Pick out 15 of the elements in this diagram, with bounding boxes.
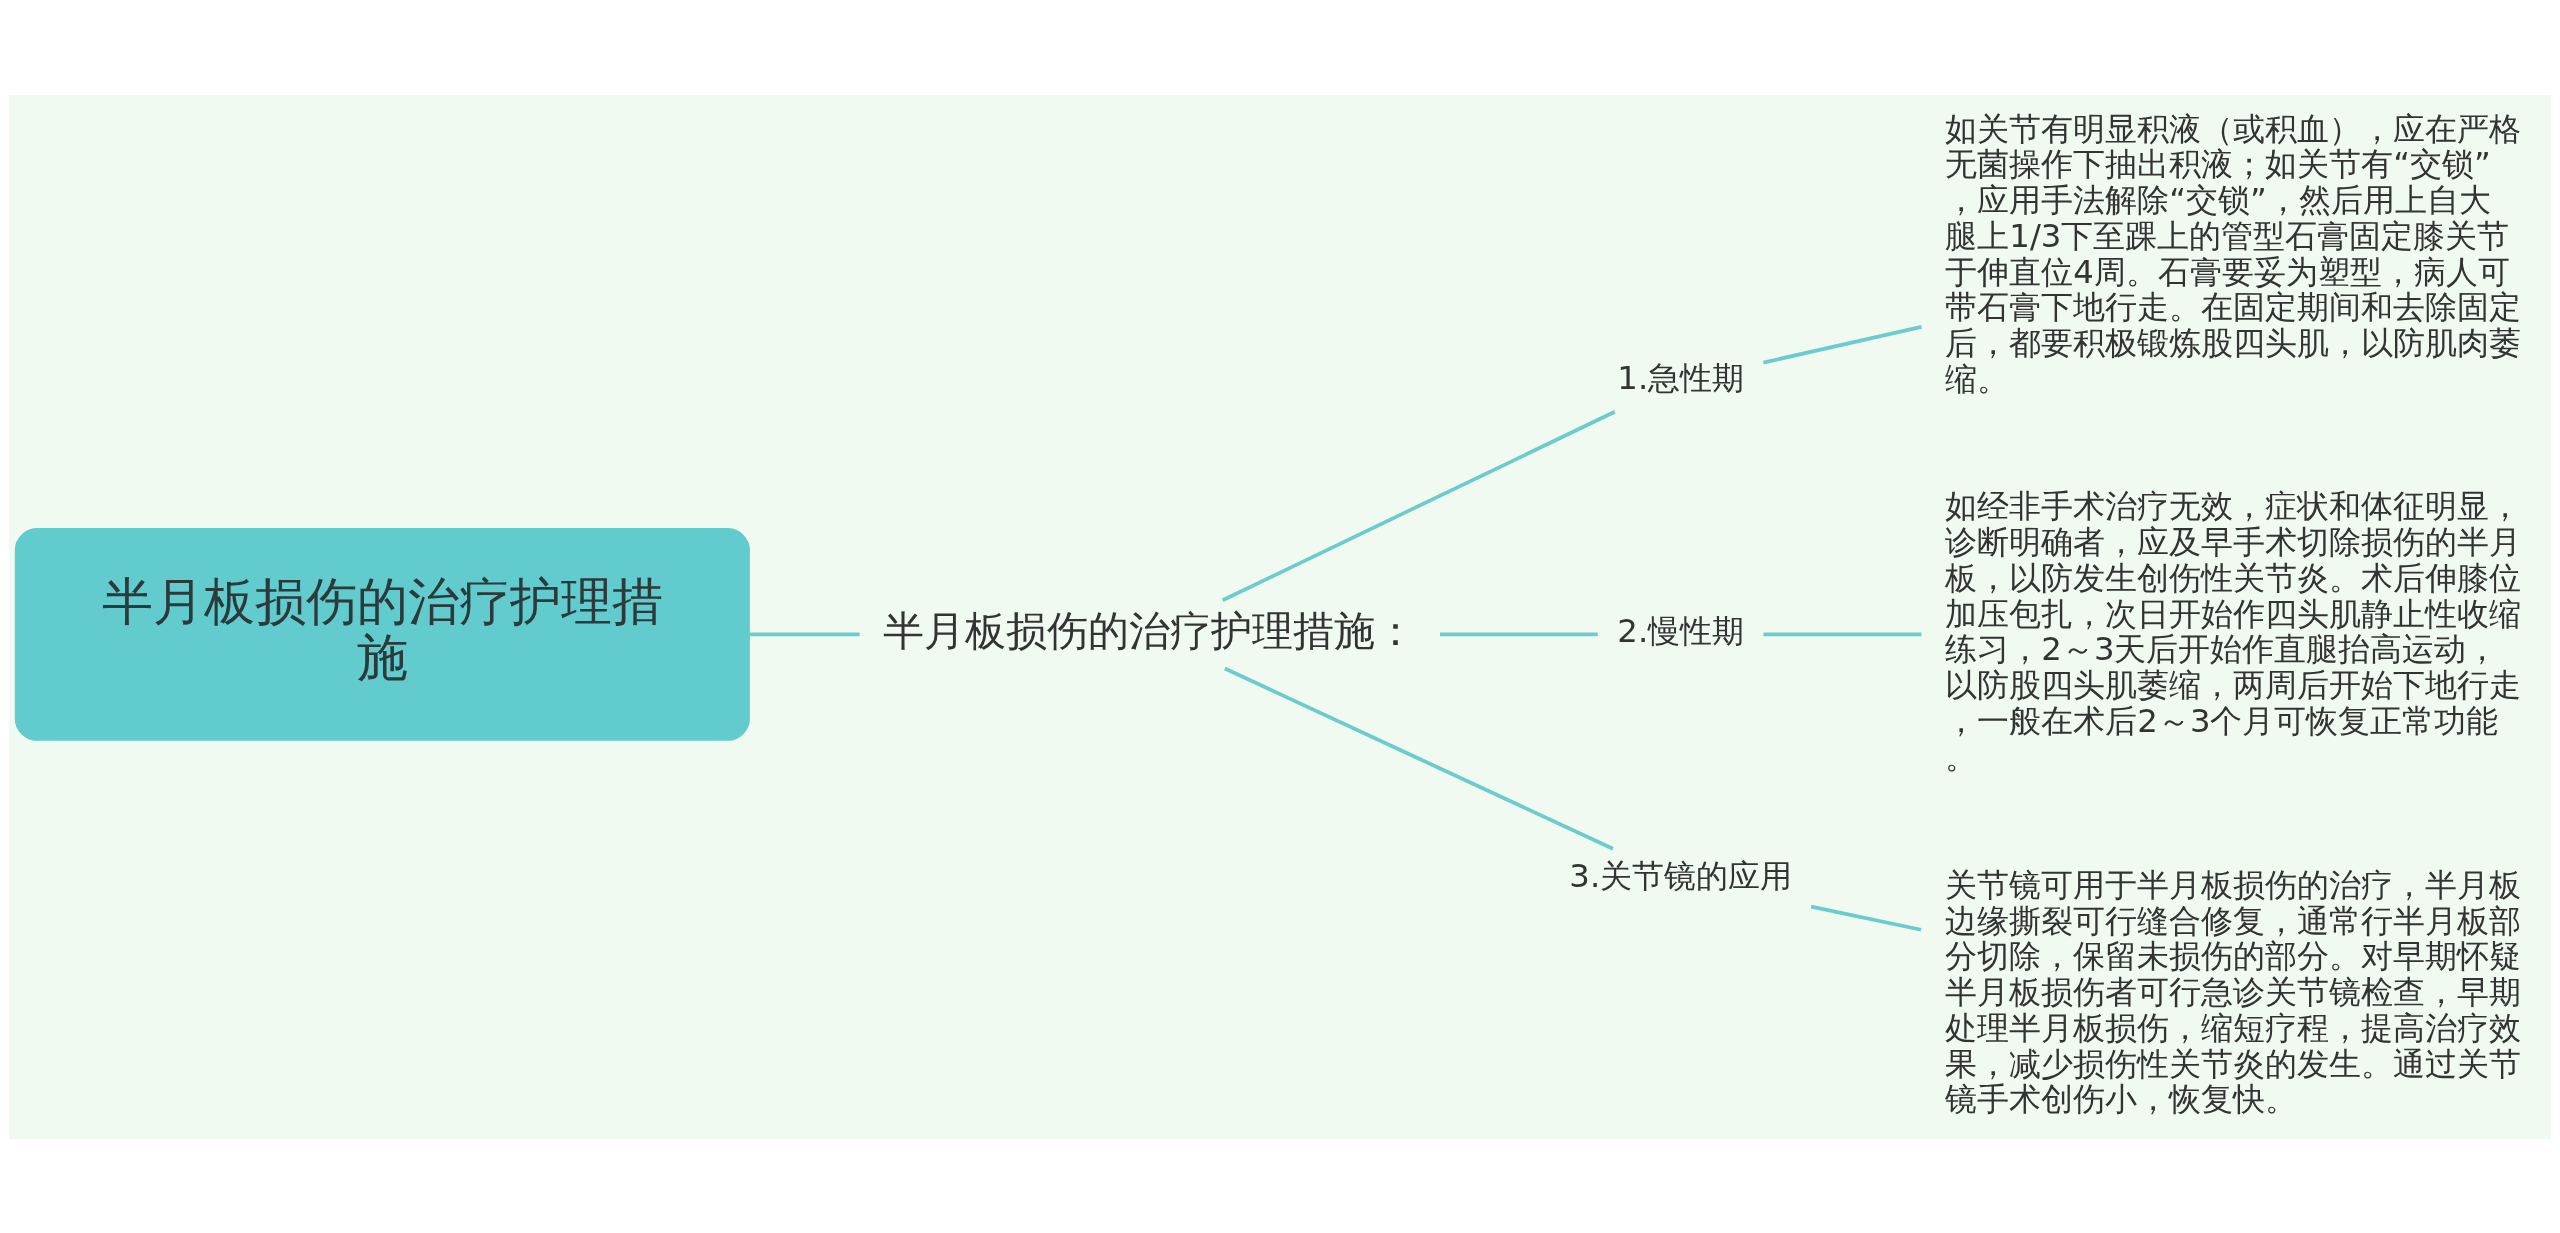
- node-text: 关节镜可用于半月板损伤的治疗，半月板边缘撕裂可行缝合修复，通常行半月板部分切除，保留未损伤的部分。对早期怀疑半月板损伤者可行急诊关节镜检查，早期处理半月板损伤，缩短疗程，提高治疗效果，减少损伤性关节炎的发生。通过关节镜手术创伤小，恢复快。: [1945, 865, 2522, 1118]
- node-box: 半月板损伤的治疗护理措施: [14, 527, 750, 741]
- node-text: 如经非手术治疗无效，症状和体征明显，诊断明确者，应及早手术切除损伤的半月板，以防发生创伤性关节炎。术后伸膝位加压包扎，次日开始作四头肌静止性收缩练习，2～3天后开始作直腿抬高运动，以防股四头肌萎缩，两周后开始下地行走，一般在术后2～3个月可恢复正常功能。: [1945, 486, 2522, 776]
- connector: [1224, 666, 1614, 850]
- node-text: 1.急性期: [1617, 358, 1745, 397]
- node-text: 3.关节镜的应用: [1569, 856, 1793, 895]
- connector: [1810, 904, 1922, 932]
- connector: [1221, 409, 1616, 602]
- node-text: 半月板损伤的治疗护理措施：: [883, 606, 1417, 655]
- connector: [1440, 632, 1598, 636]
- connector: [1763, 632, 1922, 636]
- connector: [1763, 324, 1922, 364]
- node-text: 如关节有明显积液（或积血），应在严格无菌操作下抽出积液；如关节有“交锁”，应用手法解除“交锁”，然后用上自大腿上1/3下至踝上的管型石膏固定膝关节于伸直位4周。石膏要妥为塑型，病人可带石膏下地行走。在固定期间和去除固定后，都要积极锻炼股四头肌，以防肌肉萎缩。: [1945, 109, 2522, 398]
- node-text: 2.慢性期: [1617, 611, 1745, 650]
- connector: [749, 632, 860, 636]
